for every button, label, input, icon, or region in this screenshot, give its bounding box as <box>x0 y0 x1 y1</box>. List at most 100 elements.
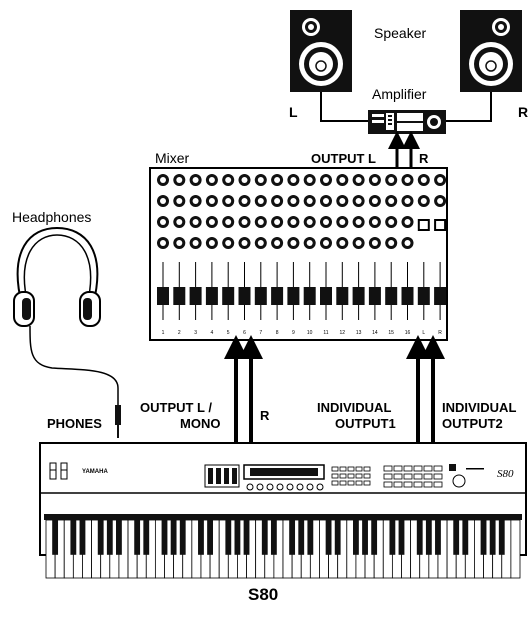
mixer-knob-center <box>192 240 199 246</box>
panel-button <box>363 480 371 486</box>
panel-button-dark <box>449 464 456 471</box>
panel-button <box>413 465 423 472</box>
panel-button <box>383 481 393 488</box>
panel-button <box>331 473 339 479</box>
mixer-knob-center <box>388 198 395 204</box>
speaker-cables <box>320 92 492 122</box>
mixer-knob-center <box>290 219 297 225</box>
individual-output2-line1: INDIVIDUAL <box>442 400 516 415</box>
individual-output1-line1: INDIVIDUAL <box>317 400 391 415</box>
panel-button <box>423 481 433 488</box>
mixer-knob-center <box>323 177 329 183</box>
mixer-knob-center <box>355 177 362 183</box>
mixer-knob-center <box>241 219 248 225</box>
mixer-master-button <box>434 219 447 231</box>
mixer-knob-center <box>371 219 378 225</box>
mixer-knob-center <box>420 177 427 183</box>
panel-knob <box>286 483 294 491</box>
keyboard-output-r-label: R <box>260 408 270 423</box>
black-key <box>207 520 213 555</box>
right-speaker-label: R <box>518 104 528 120</box>
black-key <box>489 520 496 555</box>
keyboard-output-arrows <box>224 335 445 443</box>
model-label: S80 <box>248 585 278 604</box>
channel-label: 13 <box>356 330 362 336</box>
panel-button <box>413 481 423 488</box>
panel-slider <box>232 468 237 484</box>
panel-knob <box>256 483 264 491</box>
panel-button <box>403 481 413 488</box>
left-speaker-label: L <box>289 104 298 120</box>
panel-button <box>339 473 347 479</box>
black-key <box>70 520 77 555</box>
black-key <box>389 520 396 555</box>
fader-knob <box>434 287 447 305</box>
black-key <box>161 520 168 555</box>
mixer-knob-center <box>241 240 248 246</box>
mixer-knob-center <box>355 198 362 204</box>
panel-buttons <box>331 464 484 488</box>
fader-knob <box>189 287 202 305</box>
black-key <box>398 520 405 555</box>
mixer-knob-center <box>208 177 215 183</box>
headphones <box>13 226 121 438</box>
panel-knob <box>316 483 324 491</box>
mixer-knob-center <box>257 219 264 225</box>
panel-button <box>393 473 403 480</box>
panel-button <box>363 466 371 472</box>
panel-knob <box>246 483 254 491</box>
mixer-knob-center <box>160 198 166 204</box>
mixer-knob-center <box>371 177 378 183</box>
panel-button <box>363 473 371 479</box>
panel-dial <box>452 474 466 488</box>
panel-button <box>403 465 413 472</box>
white-keys <box>44 514 522 579</box>
mixer-knob-center <box>420 198 427 204</box>
panel-button <box>383 465 393 472</box>
mixer-label: Mixer <box>155 150 190 166</box>
channel-label: R <box>438 330 442 336</box>
mixer-knob-center <box>371 240 378 246</box>
output-l-mono-line1: OUTPUT L / <box>140 400 212 415</box>
fader-knob <box>385 287 398 305</box>
black-key <box>79 520 86 555</box>
panel-button <box>339 480 347 486</box>
fader-knob <box>271 287 284 305</box>
fader-knob <box>417 287 430 305</box>
headphones-label: Headphones <box>12 209 91 225</box>
mixer-knob-center <box>208 240 215 246</box>
mixer-knob-center <box>176 219 183 225</box>
mixer-knob-center <box>355 219 362 225</box>
panel-button <box>393 465 403 472</box>
mixer-knob-center <box>257 198 264 204</box>
mixer-knob-center <box>274 219 281 225</box>
mixer-knob-center <box>339 177 346 183</box>
black-key <box>498 520 505 555</box>
mixer-knob-center <box>176 177 183 183</box>
mixer-knob-center <box>290 177 297 183</box>
white-key <box>510 519 521 579</box>
fader-knob <box>238 287 251 305</box>
black-key <box>52 520 59 555</box>
panel-sliders <box>208 468 237 484</box>
panel-button <box>347 480 355 486</box>
mixer-knob-center <box>274 177 281 183</box>
black-key <box>480 520 487 555</box>
black-key <box>198 520 204 555</box>
mixer-knob-center <box>208 219 215 225</box>
panel-slider <box>208 468 213 484</box>
channel-label: 4 <box>211 330 214 336</box>
panel-slider <box>216 468 221 484</box>
output-l-mono-line2: MONO <box>180 416 220 431</box>
yamaha-brand: YAMAHA <box>82 469 108 475</box>
panel-button <box>433 473 443 480</box>
black-key <box>298 520 305 555</box>
channel-label: 10 <box>307 330 313 336</box>
mixer-knobs <box>157 174 447 249</box>
amplifier <box>368 110 446 134</box>
mixer-knob-center <box>290 198 297 204</box>
mixer-knob-center <box>160 219 166 225</box>
panel-knob <box>306 483 314 491</box>
